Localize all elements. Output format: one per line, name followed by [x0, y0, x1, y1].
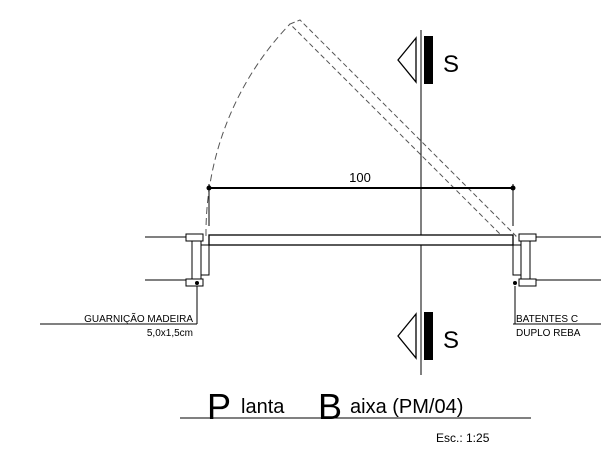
title-rest-baixa: aixa (PM/04)	[350, 396, 463, 418]
scale-label: Esc.: 1:25	[436, 431, 490, 445]
annotation-right-line1: BATENTES C	[516, 314, 578, 325]
drawing-title: P lanta B aixa (PM/04) Esc.: 1:25	[180, 386, 531, 445]
section-marker-bottom: S	[397, 312, 459, 360]
door-swing-arc	[205, 23, 291, 237]
title-word-lanta: lanta	[241, 396, 285, 418]
title-initial-b: B	[318, 386, 342, 427]
annotation-left-line1: GUARNIÇÃO MADEIRA	[84, 312, 193, 325]
closed-door-leaf	[208, 234, 514, 246]
section-bar-bottom	[424, 312, 433, 360]
door-jamb-left	[185, 233, 210, 287]
section-marker-top: S	[397, 36, 459, 84]
annotation-left: GUARNIÇÃO MADEIRA 5,0x1,5cm	[40, 286, 198, 339]
section-arrow-bottom	[397, 312, 417, 360]
section-bar-top	[424, 36, 433, 84]
open-door-leaf	[289, 19, 517, 241]
section-label-top: S	[443, 51, 459, 78]
annotation-left-line2: 5,0x1,5cm	[147, 328, 193, 339]
section-arrow-top	[397, 36, 417, 84]
title-initial-p: P	[207, 386, 231, 427]
door-jamb-right	[512, 233, 537, 287]
annotation-right: BATENTES C DUPLO REBA	[513, 286, 601, 339]
section-label-bottom: S	[443, 327, 459, 354]
annotation-right-line2: DUPLO REBA	[516, 328, 581, 339]
dimension-label: 100	[349, 170, 371, 185]
dimension-line: 100	[206, 170, 516, 226]
